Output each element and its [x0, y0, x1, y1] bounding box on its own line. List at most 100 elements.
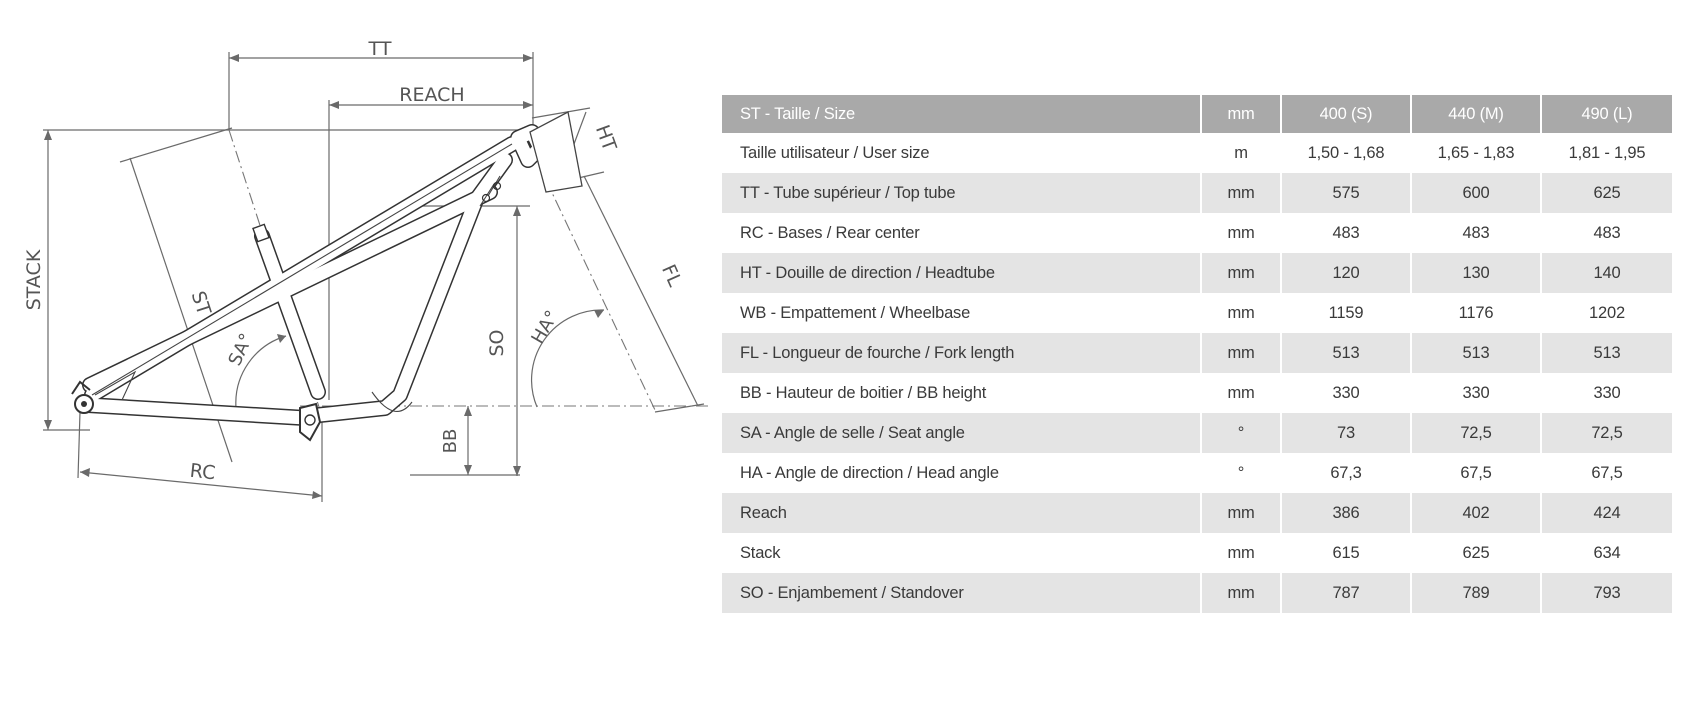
- row-label: TT - Tube supérieur / Top tube: [722, 173, 1202, 213]
- tt-label: TT: [368, 38, 392, 60]
- rc-dimension: RC: [77, 411, 323, 502]
- sa-label: SA°: [225, 330, 258, 369]
- rc-label: RC: [189, 460, 217, 485]
- row-value-s: 513: [1282, 333, 1412, 373]
- row-value-m: 72,5: [1412, 413, 1542, 453]
- fl-dimension: FL: [583, 175, 705, 413]
- table-row: SA - Angle de selle / Seat angle ° 73 72…: [722, 413, 1672, 453]
- ha-angle: HA°: [527, 307, 605, 408]
- row-value-s: 483: [1282, 213, 1412, 253]
- row-value-s: 386: [1282, 493, 1412, 533]
- row-unit: mm: [1202, 173, 1282, 213]
- row-unit: mm: [1202, 253, 1282, 293]
- row-value-m: 625: [1412, 533, 1542, 573]
- row-label: SA - Angle de selle / Seat angle: [722, 413, 1202, 453]
- row-label: RC - Bases / Rear center: [722, 213, 1202, 253]
- row-value-m: 1,65 - 1,83: [1412, 133, 1542, 173]
- row-label: SO - Enjambement / Standover: [722, 573, 1202, 613]
- row-value-l: 1202: [1542, 293, 1672, 333]
- frame-geometry-diagram: TT REACH STACK HT ST SA°: [23, 38, 710, 502]
- row-unit: mm: [1202, 493, 1282, 533]
- geometry-table: ST - Taille / Size mm 400 (S) 440 (M) 49…: [722, 95, 1672, 613]
- row-unit: mm: [1202, 373, 1282, 413]
- row-unit: mm: [1202, 333, 1282, 373]
- row-value-m: 130: [1412, 253, 1542, 293]
- row-label: Reach: [722, 493, 1202, 533]
- row-value-l: 67,5: [1542, 453, 1672, 493]
- row-value-l: 72,5: [1542, 413, 1672, 453]
- row-value-m: 600: [1412, 173, 1542, 213]
- row-value-l: 1,81 - 1,95: [1542, 133, 1672, 173]
- row-value-s: 73: [1282, 413, 1412, 453]
- so-dimension: SO: [410, 205, 530, 476]
- row-label: WB - Empattement / Wheelbase: [722, 293, 1202, 333]
- table-row: HA - Angle de direction / Head angle ° 6…: [722, 453, 1672, 493]
- row-value-s: 67,3: [1282, 453, 1412, 493]
- header-label: ST - Taille / Size: [722, 95, 1202, 133]
- ht-label: HT: [591, 122, 621, 154]
- row-value-s: 615: [1282, 533, 1412, 573]
- reach-label: REACH: [399, 84, 464, 106]
- fl-label: FL: [657, 261, 686, 290]
- row-value-m: 1176: [1412, 293, 1542, 333]
- row-label: FL - Longueur de fourche / Fork length: [722, 333, 1202, 373]
- row-value-s: 1159: [1282, 293, 1412, 333]
- row-unit: mm: [1202, 213, 1282, 253]
- stack-label: STACK: [23, 249, 45, 310]
- row-value-m: 67,5: [1412, 453, 1542, 493]
- bb-label: BB: [440, 429, 461, 454]
- row-value-s: 120: [1282, 253, 1412, 293]
- row-value-l: 634: [1542, 533, 1672, 573]
- table-row: BB - Hauteur de boitier / BB height mm 3…: [722, 373, 1672, 413]
- header-size-l: 490 (L): [1542, 95, 1672, 133]
- row-unit: mm: [1202, 293, 1282, 333]
- row-value-s: 575: [1282, 173, 1412, 213]
- table-row: Reach mm 386 402 424: [722, 493, 1672, 533]
- row-value-l: 424: [1542, 493, 1672, 533]
- row-value-m: 483: [1412, 213, 1542, 253]
- row-label: HT - Douille de direction / Headtube: [722, 253, 1202, 293]
- header-unit: mm: [1202, 95, 1282, 133]
- row-value-l: 140: [1542, 253, 1672, 293]
- row-label: Taille utilisateur / User size: [722, 133, 1202, 173]
- row-value-m: 330: [1412, 373, 1542, 413]
- ha-label: HA°: [527, 307, 563, 348]
- row-unit: m: [1202, 133, 1282, 173]
- table-row: TT - Tube supérieur / Top tube mm 575 60…: [722, 173, 1672, 213]
- stack-dimension: STACK: [23, 130, 90, 431]
- row-unit: °: [1202, 413, 1282, 453]
- table-row: SO - Enjambement / Standover mm 787 789 …: [722, 573, 1672, 613]
- row-value-l: 513: [1542, 333, 1672, 373]
- st-label: ST: [187, 288, 215, 318]
- bb-dimension: BB: [440, 406, 472, 475]
- table-row: RC - Bases / Rear center mm 483 483 483: [722, 213, 1672, 253]
- row-unit: mm: [1202, 573, 1282, 613]
- row-label: HA - Angle de direction / Head angle: [722, 453, 1202, 493]
- row-label: BB - Hauteur de boitier / BB height: [722, 373, 1202, 413]
- sa-angle: SA°: [225, 330, 287, 409]
- row-unit: mm: [1202, 533, 1282, 573]
- row-value-l: 483: [1542, 213, 1672, 253]
- row-value-m: 402: [1412, 493, 1542, 533]
- row-value-s: 330: [1282, 373, 1412, 413]
- row-label: Stack: [722, 533, 1202, 573]
- row-value-m: 513: [1412, 333, 1542, 373]
- tt-dimension: TT: [228, 38, 534, 130]
- table-row: Stack mm 615 625 634: [722, 533, 1672, 573]
- table-row: Taille utilisateur / User size m 1,50 - …: [722, 133, 1672, 173]
- row-value-l: 330: [1542, 373, 1672, 413]
- so-label: SO: [486, 329, 508, 356]
- table-header-row: ST - Taille / Size mm 400 (S) 440 (M) 49…: [722, 95, 1672, 133]
- header-size-s: 400 (S): [1282, 95, 1412, 133]
- table-row: HT - Douille de direction / Headtube mm …: [722, 253, 1672, 293]
- row-value-l: 793: [1542, 573, 1672, 613]
- row-unit: °: [1202, 453, 1282, 493]
- table-row: FL - Longueur de fourche / Fork length m…: [722, 333, 1672, 373]
- row-value-m: 789: [1412, 573, 1542, 613]
- bike-frame: [71, 111, 583, 442]
- row-value-s: 787: [1282, 573, 1412, 613]
- table-row: WB - Empattement / Wheelbase mm 1159 117…: [722, 293, 1672, 333]
- row-value-s: 1,50 - 1,68: [1282, 133, 1412, 173]
- row-value-l: 625: [1542, 173, 1672, 213]
- header-size-m: 440 (M): [1412, 95, 1542, 133]
